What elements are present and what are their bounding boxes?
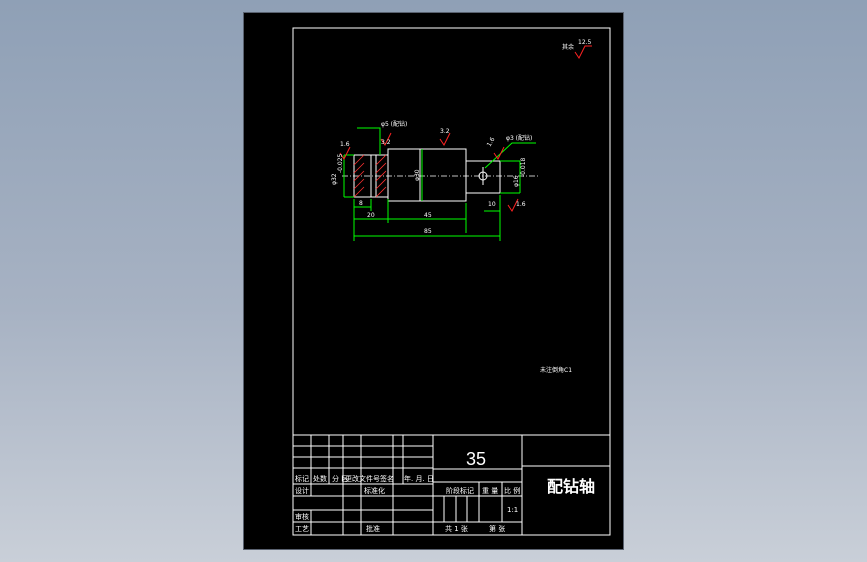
dim-85: 85 <box>424 228 432 235</box>
ra-1-6-left: 1.6 <box>340 141 350 148</box>
dim-d-left-tol: -0.025 <box>337 153 344 173</box>
tb-mark: 标记 <box>295 474 309 483</box>
tb-review: 审核 <box>295 512 309 521</box>
dim-10: 10 <box>488 201 496 208</box>
dim-d-left: φ32 <box>331 173 338 185</box>
dim-20: 20 <box>367 212 375 219</box>
dim-d-right: φ16 <box>513 175 520 187</box>
callout-hole-left: φ5 (配钻) <box>381 120 407 128</box>
dim-45: 45 <box>424 212 432 219</box>
cad-viewport[interactable]: 其余 12.5 <box>244 13 623 549</box>
roughness-note-value: 12.5 <box>578 39 592 46</box>
dimensions: 8 20 45 10 85 φ32 -0.025 φ30 φ16 -0.018 … <box>331 120 536 241</box>
tb-doc-no: 更改文件号 <box>345 474 380 483</box>
ra-3-2-left: 3.2 <box>381 139 391 146</box>
tech-note: 未注倒角C1 <box>540 366 572 374</box>
material: 35 <box>466 449 486 469</box>
tb-date: 年. 月. 日 <box>404 474 434 483</box>
tb-sheets: 共 1 张 <box>445 524 468 533</box>
tb-scale-value: 1:1 <box>507 506 518 514</box>
shaft-view <box>342 148 538 202</box>
dim-8: 8 <box>359 200 363 207</box>
tb-design: 设计 <box>295 486 309 495</box>
shaft-section-right <box>465 160 501 194</box>
ra-1-6-right-top: 1.6 <box>486 136 497 148</box>
tb-count: 处数 <box>313 474 327 483</box>
tb-sign: 签名 <box>380 474 394 483</box>
shaft-section-middle <box>387 148 467 202</box>
tb-stage: 阶段标记 <box>446 486 474 495</box>
part-name: 配钻轴 <box>547 477 595 496</box>
ra-1-6-right-bottom: 1.6 <box>516 201 526 208</box>
ra-3-2-mid: 3.2 <box>440 128 450 135</box>
sheet-border <box>292 27 611 536</box>
drawing-sheet: 其余 12.5 <box>292 27 611 536</box>
tb-sheet-no: 第 张 <box>489 524 505 533</box>
dim-d-right-tol: -0.018 <box>520 157 527 177</box>
title-block: 标记 处数 分 区 更改文件号 签名 年. 月. 日 设计 标准化 审核 工艺 … <box>292 434 611 536</box>
tb-weight: 重 量 <box>482 487 498 495</box>
callout-hole-right: φ3 (配钻) <box>506 134 532 142</box>
section-hatching <box>353 154 387 198</box>
dim-d-mid: φ30 <box>414 169 421 181</box>
roughness-note-prefix: 其余 <box>562 43 574 51</box>
tb-approve: 批准 <box>366 524 380 533</box>
roughness-symbol-note <box>574 45 592 59</box>
tb-process: 工艺 <box>295 525 309 533</box>
tb-scale: 比 例 <box>504 486 520 495</box>
tb-zone: 分 区 <box>332 474 348 483</box>
tb-standard: 标准化 <box>364 486 385 495</box>
